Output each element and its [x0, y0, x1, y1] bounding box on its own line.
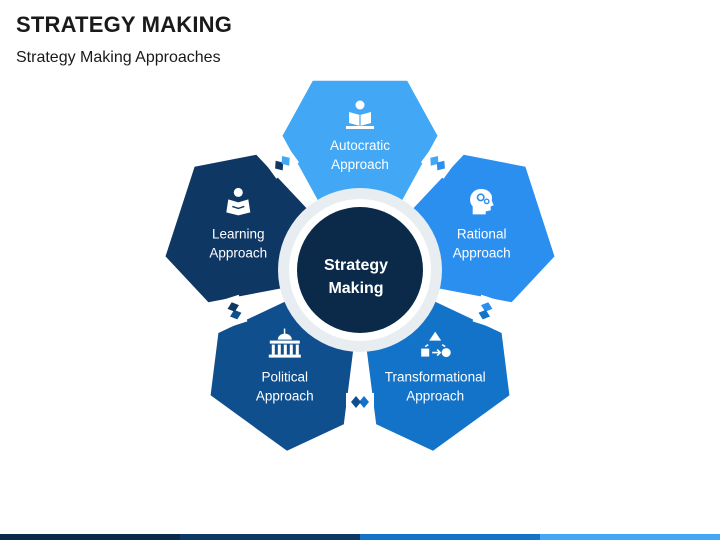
process-flow-icon — [421, 331, 451, 358]
petal-label-line2: Approach — [209, 245, 267, 260]
bar-segment-2 — [180, 534, 360, 540]
connector-diamond — [221, 294, 248, 327]
bar-segment-4 — [540, 534, 720, 540]
connector-diamond — [346, 393, 374, 411]
page-title: STRATEGY MAKING — [16, 12, 233, 37]
government-building-icon — [268, 328, 301, 358]
connector-diamond — [420, 147, 455, 179]
page-subtitle: Strategy Making Approaches — [16, 49, 221, 66]
petal-label-line2: Approach — [331, 157, 389, 172]
center-hub: Strategy Making — [278, 188, 442, 352]
petal-label-line2: Approach — [453, 245, 511, 260]
center-label-line1: Strategy — [324, 257, 388, 274]
petal-label-line1: Autocratic — [330, 138, 390, 153]
bar-segment-3 — [360, 534, 540, 540]
petal-label-line1: Learning — [212, 226, 265, 241]
bar-segment-1 — [0, 534, 180, 540]
reading-person-icon — [346, 100, 374, 129]
center-label-line2: Making — [328, 280, 383, 297]
petal-label-line2: Approach — [256, 389, 314, 404]
connector-diamond — [265, 147, 300, 179]
petal-label-line1: Transformational — [385, 370, 486, 385]
petal-label-line1: Rational — [457, 226, 507, 241]
petal-label-line2: Approach — [406, 389, 464, 404]
petal-shape — [282, 80, 438, 220]
center-circle — [297, 207, 423, 333]
connectors-layer — [221, 147, 499, 411]
bottom-accent-bar — [0, 534, 720, 540]
petal-label-line1: Political — [262, 370, 309, 385]
connector-diamond — [472, 294, 499, 327]
student-book-icon — [226, 187, 251, 216]
head-gears-icon — [470, 189, 494, 215]
